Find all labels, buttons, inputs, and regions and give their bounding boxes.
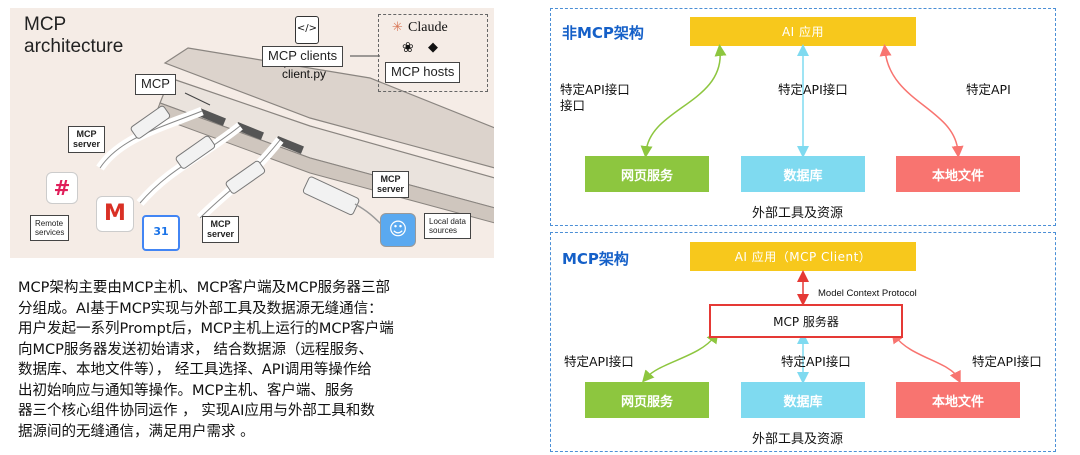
mcp-local-file-box: 本地文件	[896, 382, 1020, 418]
cube-icon: ◆	[428, 40, 438, 55]
mcp-server-box: MCP 服务器	[709, 304, 903, 338]
non-mcp-title: 非MCP架构	[562, 24, 644, 42]
mcp-label: MCP	[135, 74, 176, 95]
non-mcp-api-left: 特定API接口 接口	[560, 82, 630, 113]
mcp-database-box: 数据库	[741, 382, 865, 418]
non-mcp-api-middle: 特定API接口	[778, 82, 848, 97]
mcp-title: MCP架构	[562, 250, 629, 268]
non-mcp-resources-label: 外部工具及资源	[752, 206, 844, 221]
claude-icon: ✳	[392, 20, 403, 35]
non-mcp-api-right: 特定API	[966, 82, 1011, 97]
mcp-panel	[550, 232, 1056, 452]
mcp-server-label-1: MCP server	[68, 126, 106, 153]
mcp-resources-label: 外部工具及资源	[752, 432, 844, 447]
mcp-api-middle: 特定API接口	[781, 354, 851, 369]
calendar-icon: 31	[142, 215, 180, 251]
architecture-description: MCP架构主要由MCP主机、MCP客户端及MCP服务器三部 分组成。AI基于MC…	[18, 280, 394, 440]
local-data-sources-label: Local data sources	[424, 213, 471, 240]
code-file-icon: </>	[295, 16, 319, 44]
openai-icon: ❀	[402, 40, 414, 56]
finder-icon: ☺	[380, 213, 416, 247]
slack-icon: #	[46, 172, 78, 204]
non-mcp-arrows	[640, 44, 964, 158]
web-service-box: 网页服务	[585, 156, 709, 192]
laptop-and-cables-drawing	[96, 47, 494, 234]
model-context-protocol-label: Model Context Protocol	[818, 288, 917, 299]
gmail-icon: M	[96, 196, 134, 232]
ai-app-mcp-client-box: AI 应用（MCP Client）	[690, 242, 916, 271]
mcp-arrows	[642, 270, 961, 384]
mcp-api-left: 特定API接口	[564, 354, 634, 369]
mcp-clients-label: MCP clients	[262, 46, 344, 67]
illustration-title: MCP architecture	[24, 14, 124, 57]
mcp-server-label-2: MCP server	[372, 171, 410, 198]
mcp-server-label-3: MCP server	[202, 216, 240, 243]
mcp-hosts-label: MCP hosts	[385, 62, 461, 83]
client-file-label: client.py	[282, 67, 327, 81]
local-file-box: 本地文件	[896, 156, 1020, 192]
claude-label: Claude	[408, 20, 448, 35]
remote-services-label: Remote services	[30, 215, 70, 242]
database-box: 数据库	[741, 156, 865, 192]
mcp-architecture-illustration: MCP architecture </> MCP clients client.…	[10, 8, 494, 258]
mcp-api-right: 特定API接口	[972, 354, 1042, 369]
ai-app-box: AI 应用	[690, 17, 916, 46]
mcp-hosts-group	[378, 14, 488, 92]
mcp-web-service-box: 网页服务	[585, 382, 709, 418]
non-mcp-panel	[550, 8, 1056, 226]
